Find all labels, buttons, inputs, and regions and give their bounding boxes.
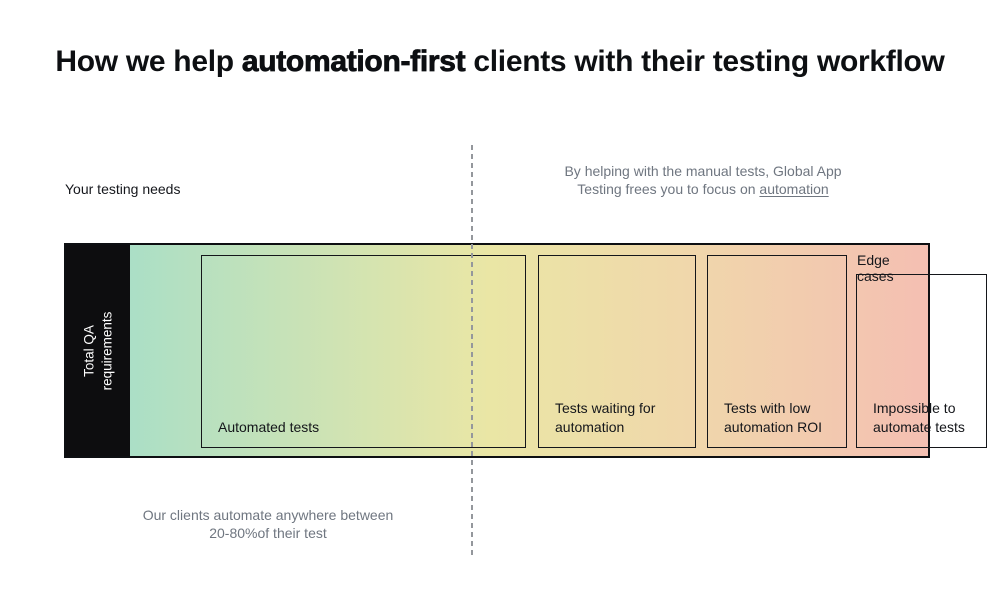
segment-label: Automated tests [218, 419, 320, 435]
qa-requirements-bar: Automated tests Tests waiting for automa… [64, 243, 987, 458]
segment-impossible-to-automate: Impossible to automate tests [856, 274, 987, 448]
your-testing-needs-label: Your testing needs [65, 181, 181, 197]
caption-line1: Our clients automate anywhere between [142, 507, 394, 523]
segment-label: Tests with low automation ROI [724, 400, 823, 435]
page-title: How we help automation-first clients wit… [40, 42, 960, 82]
axis-label-line2: requirements [99, 311, 115, 390]
gradient-area: Automated tests Tests waiting for automa… [130, 245, 987, 456]
title-text-pre: How we help [55, 45, 242, 78]
automation-link[interactable]: automation [759, 180, 829, 197]
annotation-line2: Testing frees you to focus on automation [540, 181, 866, 199]
helper-annotation: By helping with the manual tests, Global… [540, 163, 866, 198]
axis-label-line1: Total QA [81, 324, 97, 377]
axis-label: Total QA requirements [80, 311, 116, 390]
total-qa-requirements-axis-box: Total QA requirements [66, 245, 130, 456]
caption-line2: 20-80%of their test [209, 524, 327, 541]
title-highlight: automation-first [241, 45, 466, 79]
segment-automated-tests: Automated tests [201, 255, 526, 448]
segment-label: Tests waiting for automation [555, 400, 656, 435]
segment-label: Impossible to automate tests [873, 400, 965, 435]
edge-cases-label: Edge cases [857, 252, 894, 284]
title-text-post: clients with their testing workflow [465, 45, 945, 78]
annotation-line2-text: Testing frees you to focus on [577, 180, 760, 197]
segment-tests-low-automation-roi: Tests with low automation ROI [707, 255, 847, 448]
segment-tests-waiting-for-automation: Tests waiting for automation [538, 255, 696, 448]
vertical-dashed-divider [471, 145, 473, 559]
clients-automate-caption: Our clients automate anywhere between 20… [112, 507, 424, 542]
annotation-line1: By helping with the manual tests, Global… [564, 163, 842, 179]
